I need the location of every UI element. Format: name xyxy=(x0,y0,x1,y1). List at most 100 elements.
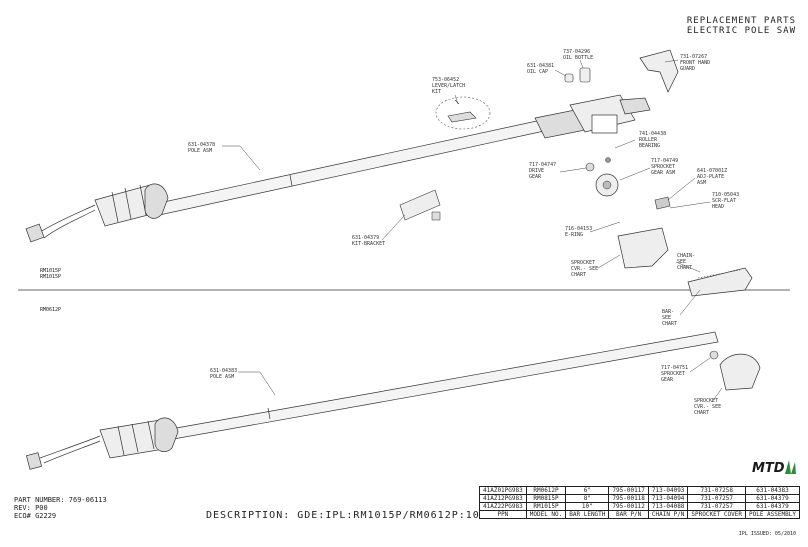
table-cell: 10" xyxy=(565,502,610,511)
part-number: PART NUMBER: 769-06113 xyxy=(14,496,107,504)
table-cell: RM1015P xyxy=(525,502,567,511)
description: DESCRIPTION: GDE:IPL:RM1015P/RM0612P:10 xyxy=(206,510,480,521)
bar-and-chain-drawing xyxy=(687,267,753,297)
table-cell: 713-04094 xyxy=(647,494,689,503)
sprocket-cover-upper-drawing xyxy=(617,227,669,269)
table-cell: 631-04383 xyxy=(745,486,800,495)
label-sprocket-asm-name1: SPROCKET xyxy=(651,164,675,170)
label-sprocket-cvr-lower-3: CHART xyxy=(694,410,709,416)
model-note-upper-1: RM1015P xyxy=(40,268,62,274)
label-scr-name1: SCR-FLAT xyxy=(712,198,736,204)
label-lever-latch-name2: KIT xyxy=(432,89,441,95)
table-cell: PPN xyxy=(479,510,527,519)
leader-lines xyxy=(222,59,723,403)
table-cell: 731-07258 xyxy=(687,486,746,495)
label-pole-asm-upper-name: POLE ASM xyxy=(188,148,212,154)
label-bar-1: BAR- xyxy=(662,309,674,315)
label-hand-guard-name2: GUARD xyxy=(680,66,695,72)
label-roller-bearing-name1: ROLLER xyxy=(639,137,658,143)
table-cell: 731-07257 xyxy=(687,502,746,511)
label-e-ring-pn: 716-04153 xyxy=(565,226,592,232)
table-cell: 8" xyxy=(565,494,610,503)
table-cell: SPROCKET COVER xyxy=(687,510,746,519)
upper-pole-assembly xyxy=(25,94,651,243)
label-drive-gear-name1: DRIVE xyxy=(529,168,544,174)
label-drive-gear-pn: 717-04747 xyxy=(529,162,556,168)
front-hand-guard-drawing xyxy=(639,49,679,93)
kit-bracket-drawing xyxy=(399,189,441,221)
label-kit-bracket-name: KIT-BRACKET xyxy=(352,241,385,247)
model-note-upper-2: RM1015P xyxy=(40,274,62,280)
header-line-1: REPLACEMENT PARTS xyxy=(686,16,796,26)
label-bar-2: SEE xyxy=(662,315,671,321)
label-sprocket-cvr-lower-2: CVR.- SEE xyxy=(694,404,721,410)
svg-text:MTD: MTD xyxy=(752,461,785,476)
label-sprocket-cvr-lower-1: SPROCKET xyxy=(694,398,718,404)
lower-pole-assembly xyxy=(25,331,719,470)
eco-number: ECO# G2229 xyxy=(14,512,57,520)
sprocket-cover-lower-drawing xyxy=(719,353,761,391)
label-lever-latch-pn: 753-06452 xyxy=(432,77,459,83)
label-chain-2: SEE xyxy=(677,259,686,265)
table-cell: 795-00117 xyxy=(608,486,649,495)
label-oil-cap-name: OIL CAP xyxy=(527,69,548,75)
label-roller-bearing-pn: 741-04438 xyxy=(639,131,666,137)
table-cell: RM0612P xyxy=(525,486,567,495)
table-cell: BAR LENGTH xyxy=(565,510,610,519)
label-adj-plate-pn: 641-07001Z xyxy=(697,168,727,174)
table-cell: 41AZ22PG983 xyxy=(479,502,527,511)
label-sprocket-cvr-upper-1: SPROCKET xyxy=(571,260,595,266)
table-cell: 713-04093 xyxy=(647,486,689,495)
header-line-2: ELECTRIC POLE SAW xyxy=(686,26,796,36)
table-cell: 631-04379 xyxy=(745,494,800,503)
table-cell: 6" xyxy=(565,486,610,495)
label-adj-plate-name1: ADJ-PLATE xyxy=(697,174,724,180)
label-chain-3: CHART xyxy=(677,265,692,271)
label-roller-bearing-name2: BEARING xyxy=(639,143,660,149)
oil-bottle-drawing xyxy=(564,67,591,83)
label-sprocket-cvr-upper-2: CVR.- SEE xyxy=(571,266,598,272)
table-cell: 795-00118 xyxy=(608,494,649,503)
table-cell: 41AZ01PG983 xyxy=(479,486,527,495)
table-cell: RM0815P xyxy=(525,494,567,503)
table-cell: 795-00112 xyxy=(608,502,649,511)
label-sprocket-gear-lower-name1: SPROCKET xyxy=(661,371,685,377)
lever-latch-kit-oval xyxy=(435,96,491,130)
table-cell: BAR P/N xyxy=(608,510,649,519)
label-kit-bracket-pn: 631-04379 xyxy=(352,235,379,241)
label-pole-asm-lower-pn: 631-04383 xyxy=(210,368,237,374)
label-pole-asm-lower-name: POLE ASM xyxy=(210,374,234,380)
label-sprocket-asm-name2: GEAR ASM xyxy=(651,170,675,176)
part-labels: 737-04296 OIL BOTTLE 631-04381 OIL CAP 7… xyxy=(188,49,739,416)
label-adj-plate-name2: ASM xyxy=(697,180,706,186)
table-cell: MODEL NO. xyxy=(525,510,567,519)
label-chain-1: CHAIN- xyxy=(677,253,695,259)
label-e-ring-name: E-RING xyxy=(565,232,583,238)
label-sprocket-gear-lower-pn: 717-04751 xyxy=(661,365,688,371)
mtd-logo: MTD xyxy=(751,458,799,476)
ipl-issued: IPL ISSUED: 05/2010 xyxy=(738,531,796,537)
label-scr-name2: HEAD xyxy=(712,204,724,210)
label-oil-bottle-name: OIL BOTTLE xyxy=(563,55,593,61)
table-cell: CHAIN P/N xyxy=(647,510,689,519)
label-bar-3: CHART xyxy=(662,321,677,327)
model-note-lower: RM0612P xyxy=(40,307,62,313)
label-sprocket-gear-lower-name2: GEAR xyxy=(661,377,674,383)
label-drive-gear-name2: GEAR xyxy=(529,174,542,180)
table-cell: 713-04088 xyxy=(647,502,689,511)
table-cell: 731-07257 xyxy=(687,494,746,503)
label-sprocket-cvr-upper-3: CHART xyxy=(571,272,586,278)
label-sprocket-asm-pn: 717-04749 xyxy=(651,158,678,164)
table-cell: 631-04379 xyxy=(745,502,800,511)
label-oil-cap-pn: 631-04381 xyxy=(527,63,554,69)
table-cell: POLE ASSEMBLY xyxy=(745,510,800,519)
table-cell: 41AZ12PG983 xyxy=(479,494,527,503)
